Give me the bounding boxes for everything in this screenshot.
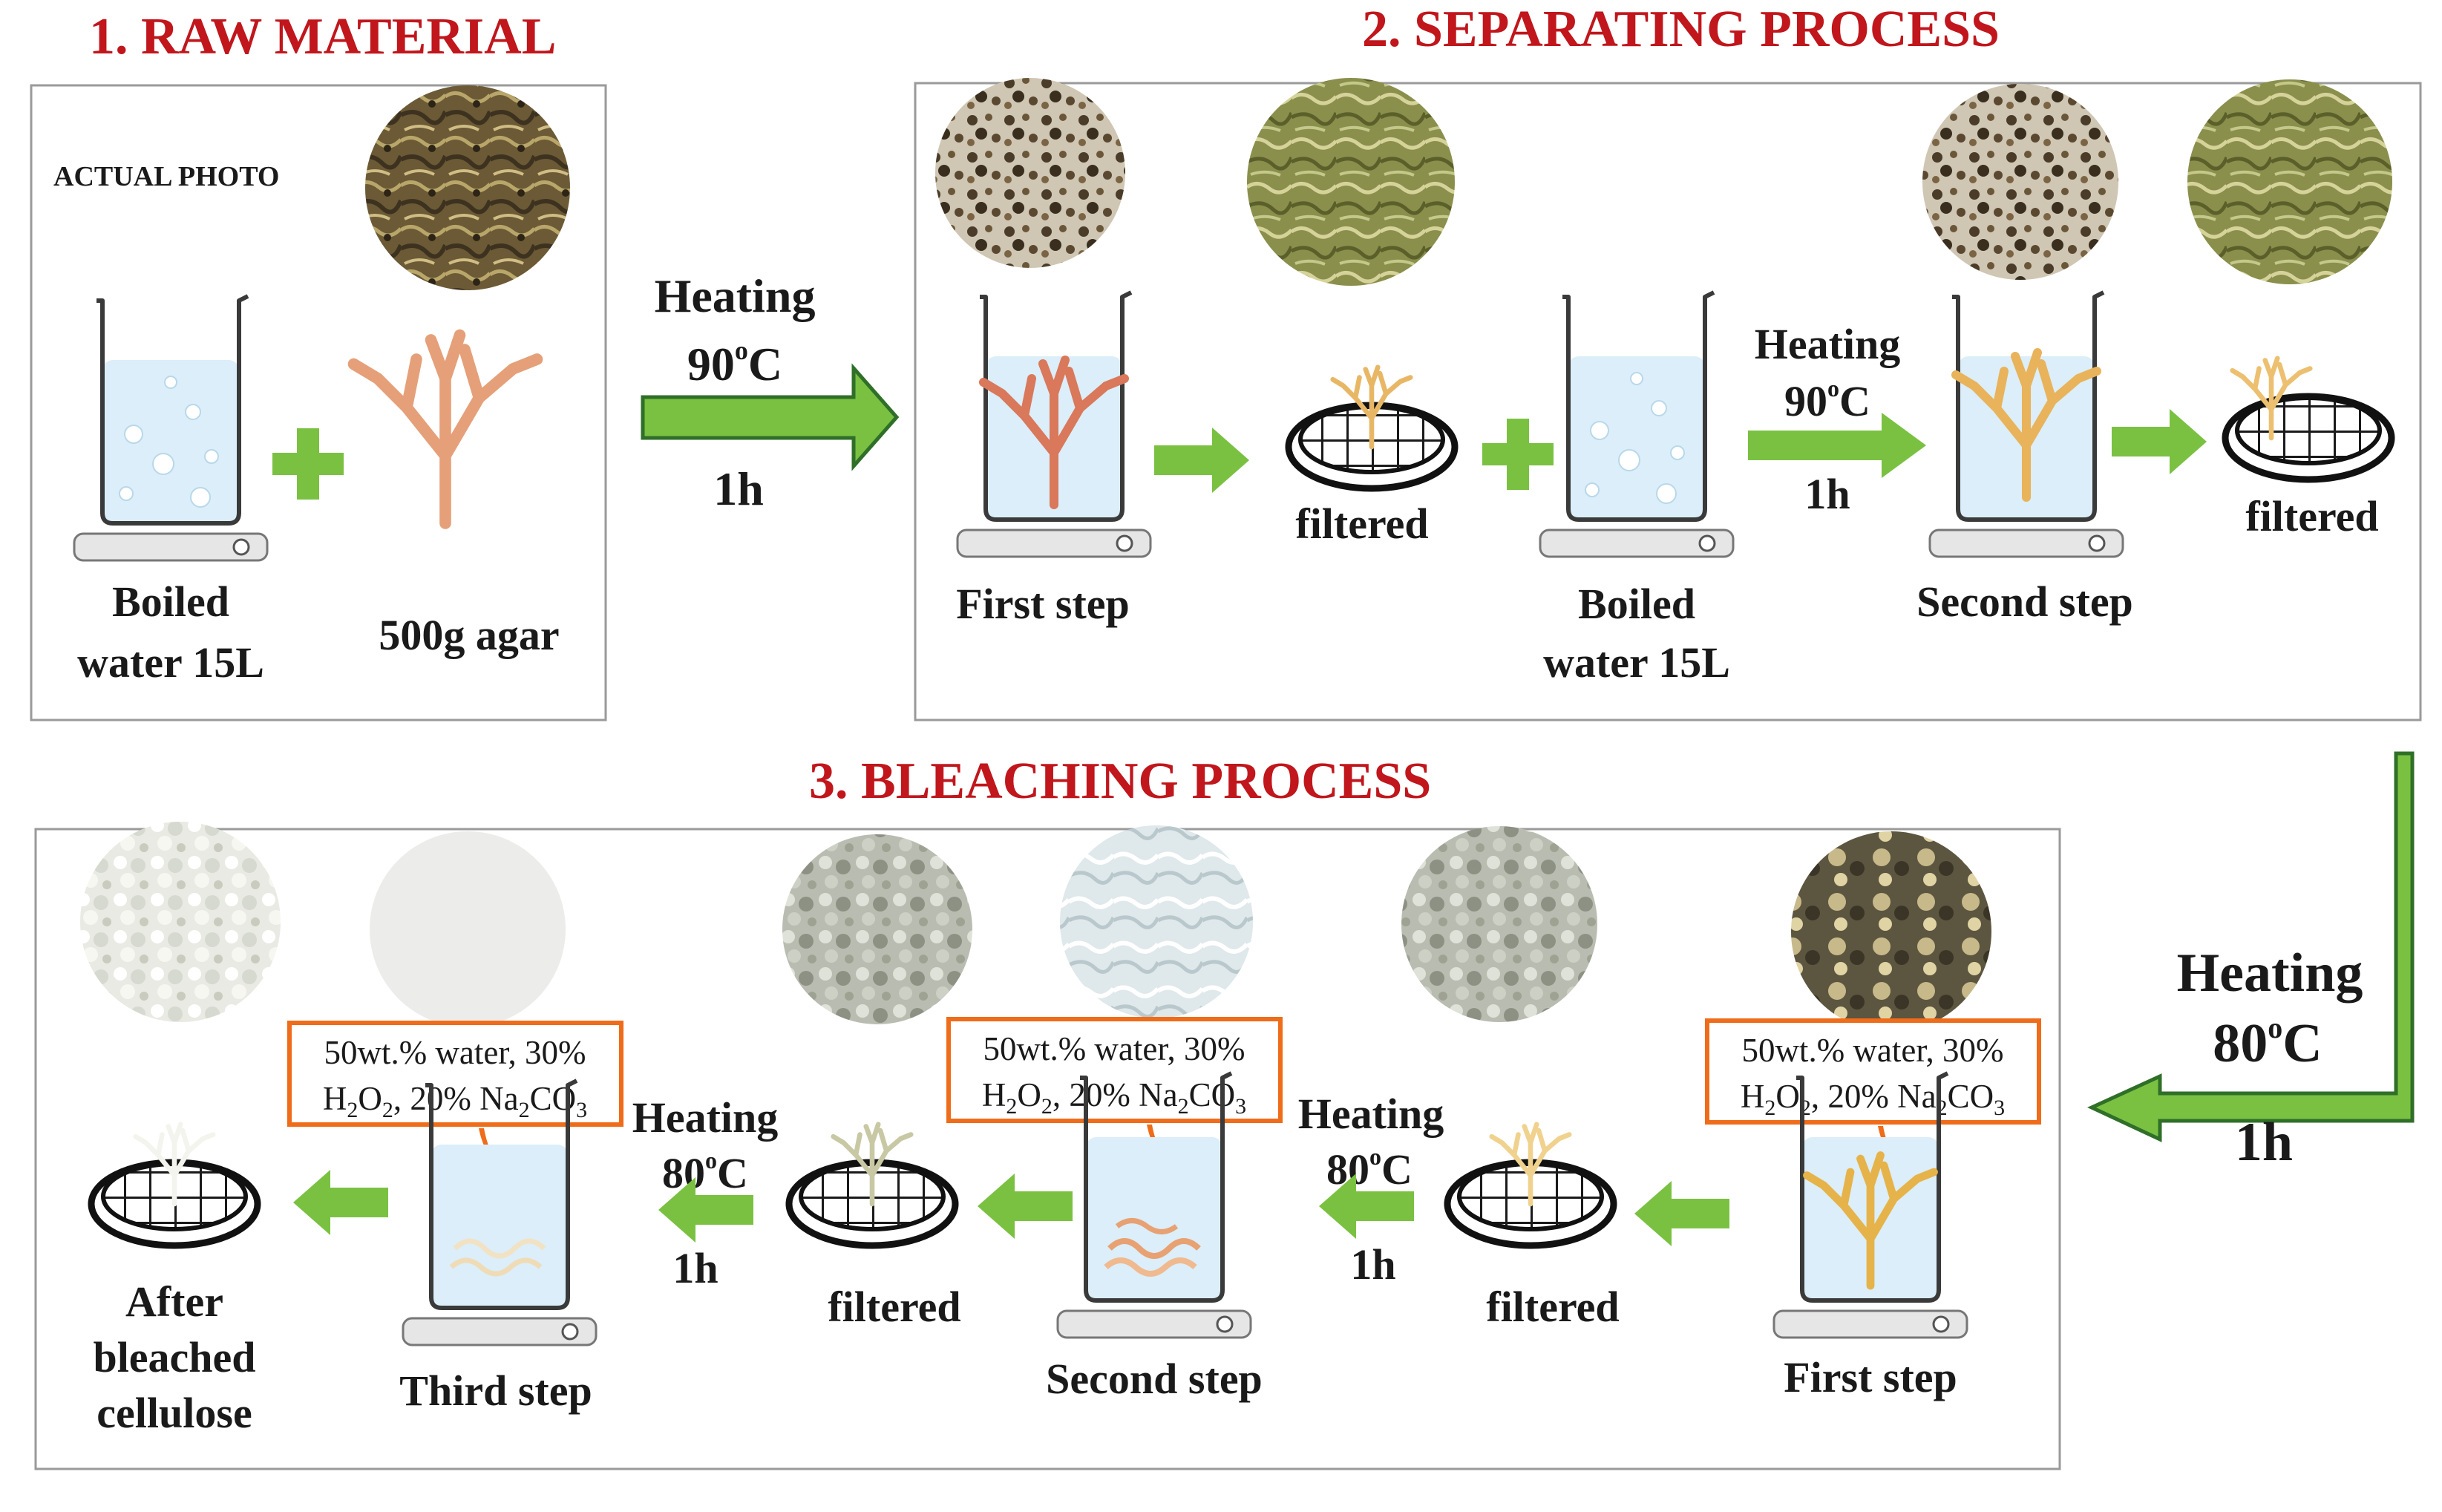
final-label-line3: cellulose bbox=[96, 1389, 252, 1437]
second-step-label: Second step bbox=[1916, 577, 2133, 626]
boiled-water-label-line1: Boiled bbox=[112, 577, 229, 626]
raw-agar-photo bbox=[365, 85, 570, 290]
final-label-line1: After bbox=[125, 1277, 223, 1326]
heating-label-1: Heating bbox=[655, 269, 816, 322]
first-step-label: First step bbox=[956, 580, 1130, 628]
first-step-photo-b bbox=[1791, 831, 1991, 1032]
bleach-time-label-2: 1h bbox=[672, 1244, 718, 1292]
bleach-temp-label-1: 80oC bbox=[1326, 1143, 1413, 1194]
third-step-photo bbox=[370, 831, 566, 1027]
boiled-water-2-line2: water 15L bbox=[1543, 638, 1730, 687]
section-title-raw: 1. RAW MATERIAL bbox=[89, 8, 556, 65]
second-step-photo-b bbox=[1060, 825, 1253, 1018]
agar-label: 500g agar bbox=[379, 611, 559, 659]
heating-label-3: Heating bbox=[2177, 943, 2363, 1004]
svg-text:H2O2, 20% Na2CO3: H2O2, 20% Na2CO3 bbox=[982, 1076, 1246, 1119]
process-arrow-elbow bbox=[2087, 751, 2415, 1142]
svg-text:50wt.% water, 30%: 50wt.% water, 30% bbox=[1741, 1032, 2003, 1069]
time-label-2: 1h bbox=[1804, 470, 1850, 518]
reagent-box-first: 50wt.% water, 30% H2O2, 20% Na2CO3 bbox=[1705, 1018, 2041, 1125]
filtered-photo-2 bbox=[2187, 79, 2392, 284]
first-step-photo bbox=[935, 78, 1125, 268]
bleach-first-step-label: First step bbox=[1784, 1353, 1957, 1401]
time-label-1: 1h bbox=[713, 462, 764, 515]
filtered-photo-b1 bbox=[1401, 826, 1597, 1022]
second-step-photo bbox=[1922, 84, 2118, 280]
svg-text:H2O2, 20% Na2CO3: H2O2, 20% Na2CO3 bbox=[1741, 1078, 2005, 1120]
svg-text:50wt.% water, 30%: 50wt.% water, 30% bbox=[324, 1034, 586, 1071]
temperature-label-2: 90oC bbox=[1784, 375, 1870, 425]
filtered-photo-b2 bbox=[782, 834, 972, 1024]
filtered-photo-1 bbox=[1247, 78, 1455, 286]
svg-text:H2O2, 20% Na2CO3: H2O2, 20% Na2CO3 bbox=[323, 1080, 587, 1122]
pulp-fibers-icon bbox=[1104, 1218, 1201, 1277]
bleach-time-label-1: 1h bbox=[1350, 1240, 1395, 1289]
boiled-water-label-line2: water 15L bbox=[77, 638, 264, 687]
final-label-line2: bleached bbox=[93, 1333, 255, 1381]
actual-photo-label: ACTUAL PHOTO bbox=[53, 161, 279, 192]
section-title-bleaching: 3. BLEACHING PROCESS bbox=[809, 753, 1431, 810]
temperature-label-3: 80oC bbox=[2213, 1011, 2322, 1074]
time-label-3: 1h bbox=[2235, 1112, 2293, 1173]
temperature-label-1: 90oC bbox=[687, 336, 782, 390]
filtered-label-2: filtered bbox=[2245, 492, 2378, 540]
arrow-heating-2 bbox=[1748, 413, 1926, 478]
bleach-temp-label-2: 80oC bbox=[662, 1147, 748, 1197]
reagent-box-third: 50wt.% water, 30% H2O2, 20% Na2CO3 bbox=[287, 1021, 623, 1127]
bleach-filtered-label-2: filtered bbox=[828, 1283, 960, 1331]
svg-text:50wt.% water, 30%: 50wt.% water, 30% bbox=[983, 1030, 1245, 1067]
final-cellulose-photo bbox=[80, 822, 281, 1022]
process-arrow-1 bbox=[641, 363, 900, 471]
bleach-second-step-beaker-icon bbox=[1058, 1073, 1251, 1338]
section-title-separating: 2. SEPARATING PROCESS bbox=[1362, 1, 2000, 58]
pulp-fibers-icon-2 bbox=[449, 1238, 546, 1277]
bleach-third-step-beaker-icon bbox=[403, 1081, 596, 1345]
filtered-label-1: filtered bbox=[1295, 500, 1428, 548]
bleach-second-step-label: Second step bbox=[1046, 1355, 1263, 1403]
bleach-heating-label-1: Heating bbox=[1298, 1090, 1444, 1138]
reagent-box-second: 50wt.% water, 30% H2O2, 20% Na2CO3 bbox=[946, 1017, 1283, 1123]
heating-label-2: Heating bbox=[1755, 320, 1901, 368]
bleach-heating-label-2: Heating bbox=[632, 1093, 779, 1142]
bleach-filtered-label-1: filtered bbox=[1486, 1283, 1619, 1331]
boiled-water-2-line1: Boiled bbox=[1578, 580, 1695, 628]
bleach-third-step-label: Third step bbox=[399, 1367, 592, 1415]
